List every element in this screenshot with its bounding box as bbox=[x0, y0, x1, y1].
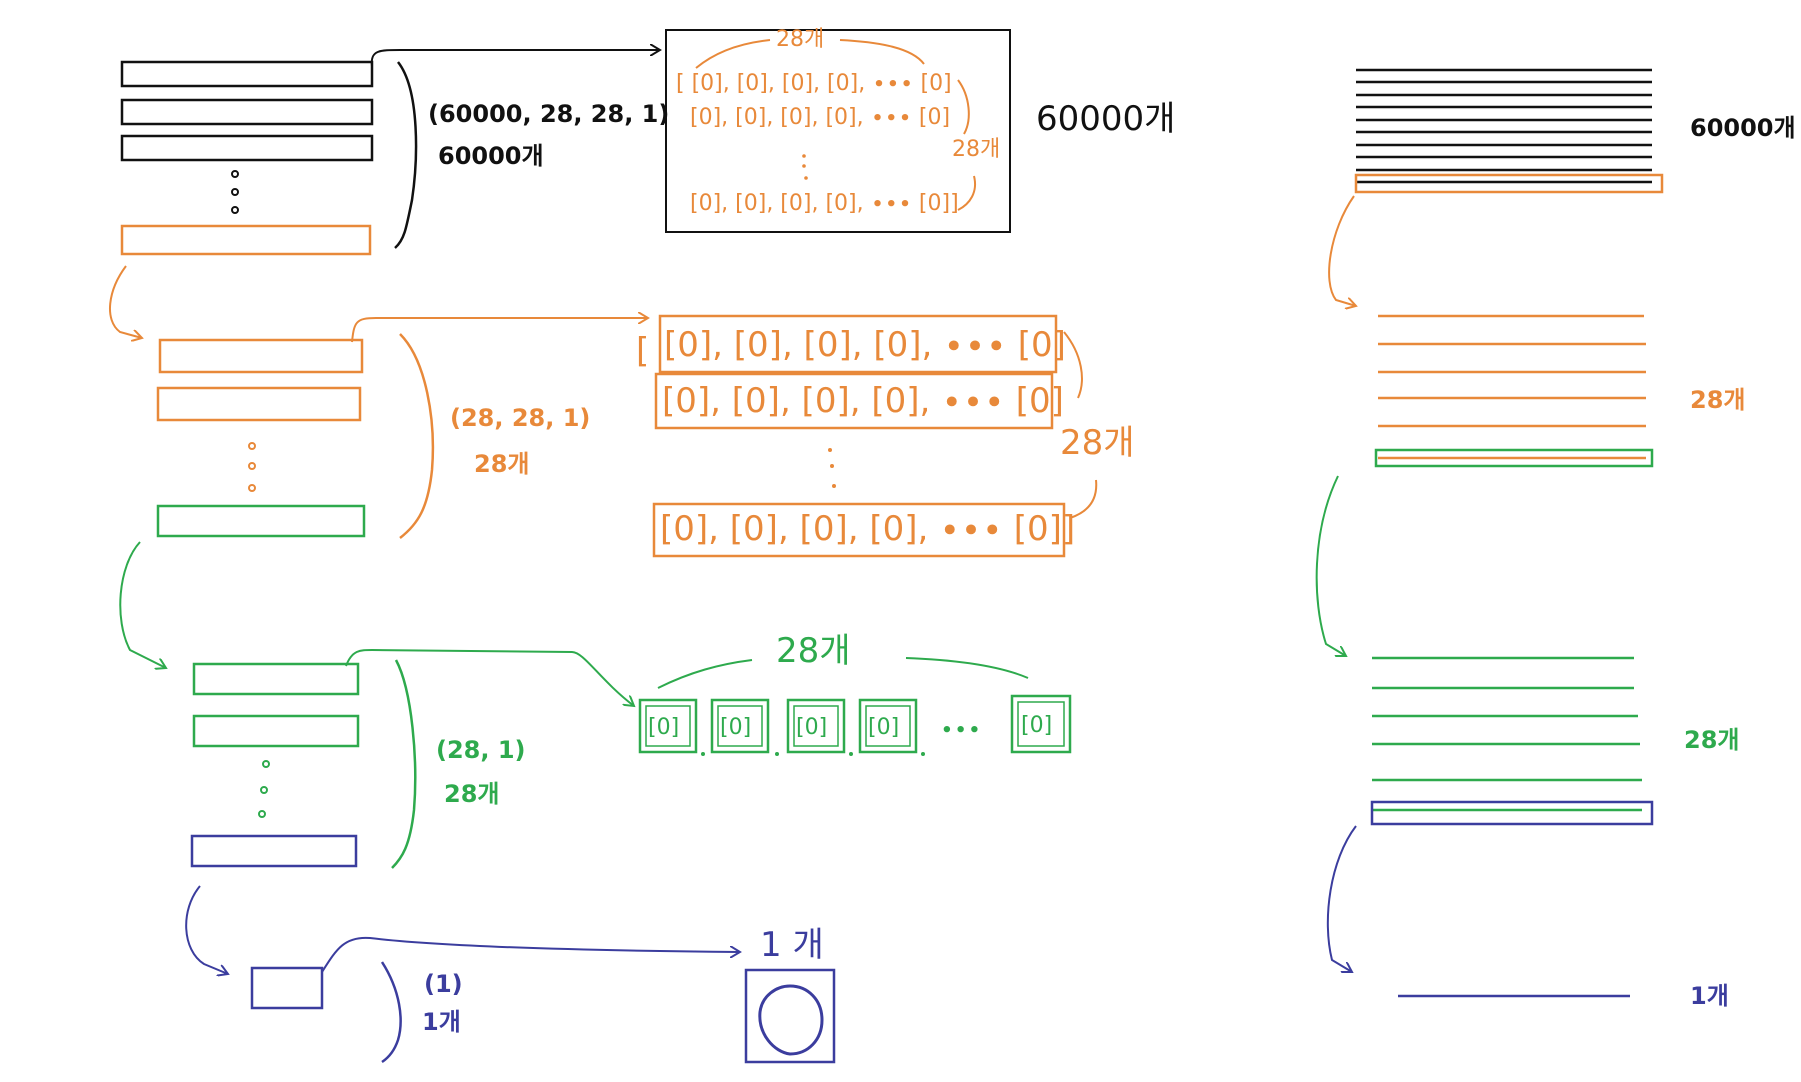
open-bracket: [ bbox=[636, 331, 649, 371]
detail-row-first: [0], [0], [0], [0], ∙∙∙ [0] bbox=[664, 325, 1066, 365]
detail-side-arc bbox=[1063, 331, 1083, 399]
shape-label: (28, 1) bbox=[436, 736, 526, 764]
row-rect-1 bbox=[158, 338, 364, 374]
cell-separators bbox=[701, 752, 925, 756]
cell-3: [0] bbox=[786, 698, 846, 754]
detail-row-box-2 bbox=[654, 372, 1054, 430]
count-1: 1개 bbox=[1690, 982, 1729, 1010]
cell-last: [0] bbox=[1010, 694, 1072, 754]
element-rect bbox=[250, 966, 324, 1010]
curly-brace bbox=[380, 961, 402, 1064]
scalar-circle bbox=[758, 984, 824, 1056]
detail-vertical-ellipsis bbox=[828, 448, 836, 488]
row-rect-last-highlight bbox=[156, 504, 366, 538]
stack-28-green-highlight bbox=[1370, 800, 1654, 826]
cell-text: [0] bbox=[1021, 713, 1052, 738]
cell-text: [0] bbox=[796, 715, 827, 740]
sample-rect-last-highlight bbox=[120, 224, 372, 256]
scalar-top-count: 1 개 bbox=[760, 925, 824, 965]
scalar-box bbox=[744, 968, 836, 1064]
detail-row-box-1 bbox=[658, 314, 1058, 374]
cells-top-arc bbox=[657, 659, 753, 689]
row-rect-2 bbox=[192, 714, 360, 748]
detail-top-arc bbox=[695, 39, 771, 69]
count-label: 28개 bbox=[444, 780, 499, 808]
vertical-ellipsis bbox=[258, 760, 270, 818]
arrow-level3-to-level4 bbox=[185, 885, 228, 974]
curly-brace bbox=[394, 61, 418, 249]
arrow-28-to-28 bbox=[1315, 475, 1346, 656]
curly-brace bbox=[391, 659, 417, 869]
stack-28-orange-lines bbox=[1378, 314, 1646, 460]
level2-group: (28, 28, 1) 28개 [ [0], [0], [0], [0], ∙∙… bbox=[156, 314, 1135, 558]
cell-1: [0] bbox=[638, 698, 698, 754]
shape-label: (60000, 28, 28, 1) bbox=[428, 100, 669, 128]
count-28-orange: 28개 bbox=[1690, 386, 1745, 414]
detail-side-count: 28개 bbox=[1060, 423, 1135, 463]
arrow-to-cells bbox=[345, 648, 634, 706]
count-label: 60000개 bbox=[438, 142, 544, 170]
arrow-to-box bbox=[370, 50, 660, 67]
detail-side-arc bbox=[957, 79, 970, 135]
detail-top-count: 28개 bbox=[776, 27, 824, 52]
detail-box bbox=[665, 29, 1011, 233]
count-label: 28개 bbox=[474, 450, 529, 478]
detail-row-first: [ [0], [0], [0], [0], ∙∙∙ [0] bbox=[676, 71, 952, 96]
right-column: 60000개 28개 28개 1개 bbox=[1315, 68, 1796, 1010]
detail-row-last: [0], [0], [0], [0], ∙∙∙ [0]] bbox=[690, 191, 959, 216]
detail-side-count: 28개 bbox=[952, 137, 1000, 162]
row-rect-2 bbox=[156, 386, 362, 422]
detail-side-arc-2 bbox=[1069, 479, 1098, 519]
detail-row-box-last bbox=[652, 502, 1066, 558]
detail-side-arc-2 bbox=[957, 175, 976, 211]
arrow-to-scalar bbox=[321, 936, 740, 973]
arrow-60000-to-28 bbox=[1328, 195, 1356, 306]
arrow-level2-to-level3 bbox=[119, 541, 166, 668]
sample-rect-3 bbox=[120, 134, 374, 162]
sample-rect-2 bbox=[120, 98, 374, 126]
level3-group: (28, 1) 28개 28개 [0] [0] [0] [0] bbox=[190, 631, 1072, 869]
vertical-ellipsis bbox=[231, 170, 239, 214]
cells-top-count: 28개 bbox=[776, 631, 851, 671]
cell-text: [0] bbox=[648, 715, 679, 740]
level1-group: (60000, 28, 28, 1) 60000개 28개 [ [0], [0]… bbox=[120, 27, 1175, 256]
cell-4: [0] bbox=[858, 698, 918, 754]
cell-text: [0] bbox=[720, 715, 751, 740]
detail-vertical-ellipsis bbox=[802, 154, 808, 180]
curly-brace bbox=[399, 333, 435, 539]
cells-top-arc-2 bbox=[905, 657, 1029, 679]
detail-row-last: [0], [0], [0], [0], ∙∙∙ [0]] bbox=[660, 509, 1075, 549]
stack-28-green-lines bbox=[1372, 656, 1642, 812]
vertical-ellipsis bbox=[248, 442, 256, 492]
arrow-to-rows bbox=[351, 318, 648, 343]
outside-count: 60000개 bbox=[1036, 99, 1175, 139]
count-60000: 60000개 bbox=[1690, 114, 1796, 142]
shape-label: (28, 28, 1) bbox=[450, 404, 590, 432]
detail-row-second: [0], [0], [0], [0], ∙∙∙ [0] bbox=[662, 381, 1064, 421]
count-label: 1개 bbox=[422, 1008, 461, 1036]
detail-top-arc-2 bbox=[839, 39, 925, 65]
row-rect-1 bbox=[192, 662, 360, 696]
stack-28-orange-highlight bbox=[1374, 448, 1654, 468]
arrow-28-to-1 bbox=[1326, 825, 1357, 972]
cell-text: [0] bbox=[868, 715, 899, 740]
cells-ellipsis: ∙∙∙ bbox=[940, 717, 981, 742]
arrow-level1-to-level2 bbox=[108, 265, 142, 338]
row-rect-last-highlight bbox=[190, 834, 358, 868]
sample-rect-1 bbox=[120, 60, 374, 88]
cell-2: [0] bbox=[710, 698, 770, 754]
count-28-green: 28개 bbox=[1684, 726, 1739, 754]
level4-group: (1) 1개 1 개 bbox=[250, 925, 836, 1064]
stack-60000-lines bbox=[1356, 68, 1652, 184]
detail-row-second: [0], [0], [0], [0], ∙∙∙ [0] bbox=[690, 105, 950, 130]
stack-60000-highlight bbox=[1354, 173, 1664, 194]
shape-label: (1) bbox=[424, 970, 463, 998]
